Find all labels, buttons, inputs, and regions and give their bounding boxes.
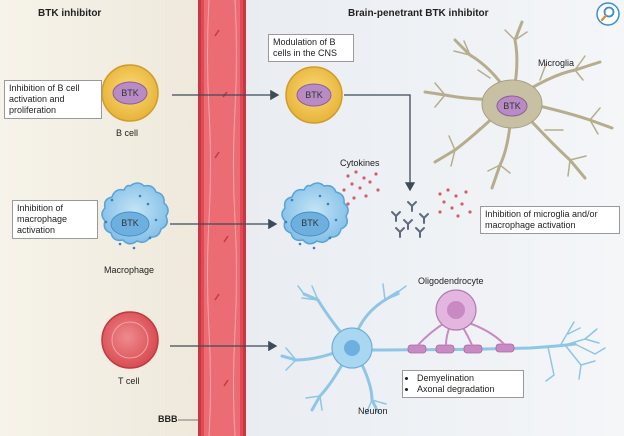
cytokine-dots-microglia bbox=[438, 188, 472, 218]
btk-label: BTK bbox=[121, 88, 139, 98]
outcomes-box: Demyelination Axonal degradation bbox=[402, 370, 524, 398]
right-panel-heading: Brain-penetrant BTK inhibitor bbox=[348, 8, 489, 19]
btk-label: BTK bbox=[121, 218, 139, 228]
myelin-sheath bbox=[407, 343, 515, 354]
receptor-molecules bbox=[391, 201, 429, 238]
b-cell-cns bbox=[285, 66, 343, 124]
bbb-label: BBB bbox=[158, 414, 178, 424]
btk-label: BTK bbox=[305, 90, 323, 100]
modulation-b-cells-box: Modulation of B cells in the CNS bbox=[268, 34, 354, 62]
microglia-body bbox=[481, 79, 543, 129]
b-cell-label: B cell bbox=[116, 128, 139, 138]
macrophage-left bbox=[101, 182, 169, 250]
btk-label: BTK bbox=[301, 218, 319, 228]
btk-label: BTK bbox=[503, 101, 521, 111]
arrow-to-cytokines bbox=[344, 94, 416, 192]
t-cell-label: T cell bbox=[118, 376, 140, 386]
neuron-soma bbox=[331, 327, 373, 369]
inhibition-microglia-box: Inhibition of microglia and/or macrophag… bbox=[480, 206, 620, 234]
oligodendrocyte-cell bbox=[417, 289, 505, 346]
magnifier-icon bbox=[596, 2, 620, 26]
cytokines-label: Cytokines bbox=[340, 158, 380, 168]
outcome-item: Axonal degradation bbox=[417, 384, 519, 395]
t-cell bbox=[101, 311, 159, 369]
inhibition-b-cell-box: Inhibition of B cell activation and prol… bbox=[4, 80, 102, 119]
left-panel-heading: BTK inhibitor bbox=[38, 8, 102, 19]
cytokine-dots bbox=[342, 170, 380, 206]
b-cell-left bbox=[101, 64, 159, 122]
neuron-label: Neuron bbox=[358, 406, 388, 416]
macrophage-label: Macrophage bbox=[104, 265, 155, 275]
macrophage-cns bbox=[281, 182, 349, 250]
inhibition-macrophage-box: Inhibition of macrophage activation bbox=[12, 200, 98, 239]
microglia-label: Microglia bbox=[538, 58, 575, 68]
blood-brain-barrier-vessel bbox=[198, 0, 246, 436]
outcome-item: Demyelination bbox=[417, 373, 519, 384]
oligodendrocyte-label: Oligodendrocyte bbox=[418, 276, 484, 286]
